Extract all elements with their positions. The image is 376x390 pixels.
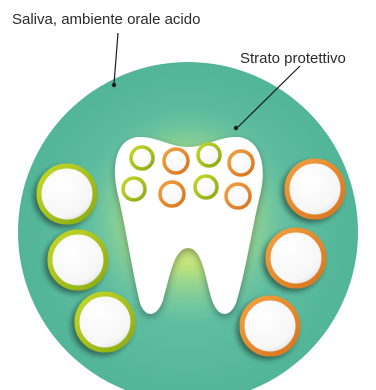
- saliva-leader-line: [114, 33, 118, 84]
- outer-ball-orange: [242, 298, 298, 354]
- saliva-leader-dot: [112, 83, 116, 87]
- outer-ball-orange: [268, 230, 324, 286]
- protective-leader-dot: [234, 126, 238, 130]
- outer-ball-orange: [287, 161, 343, 217]
- particle-orange: [226, 184, 250, 208]
- particle-green: [198, 144, 220, 166]
- outer-ball-green: [50, 232, 106, 288]
- outer-ball-green: [77, 294, 133, 350]
- particle-green: [131, 147, 153, 169]
- protective-layer-label: Strato protettivo: [240, 50, 346, 67]
- particle-green: [123, 178, 145, 200]
- saliva-label: Saliva, ambiente orale acido: [12, 11, 200, 28]
- particle-green: [195, 176, 217, 198]
- particle-orange: [229, 151, 253, 175]
- particle-orange: [164, 149, 188, 173]
- particle-orange: [160, 182, 184, 206]
- outer-ball-green: [39, 166, 95, 222]
